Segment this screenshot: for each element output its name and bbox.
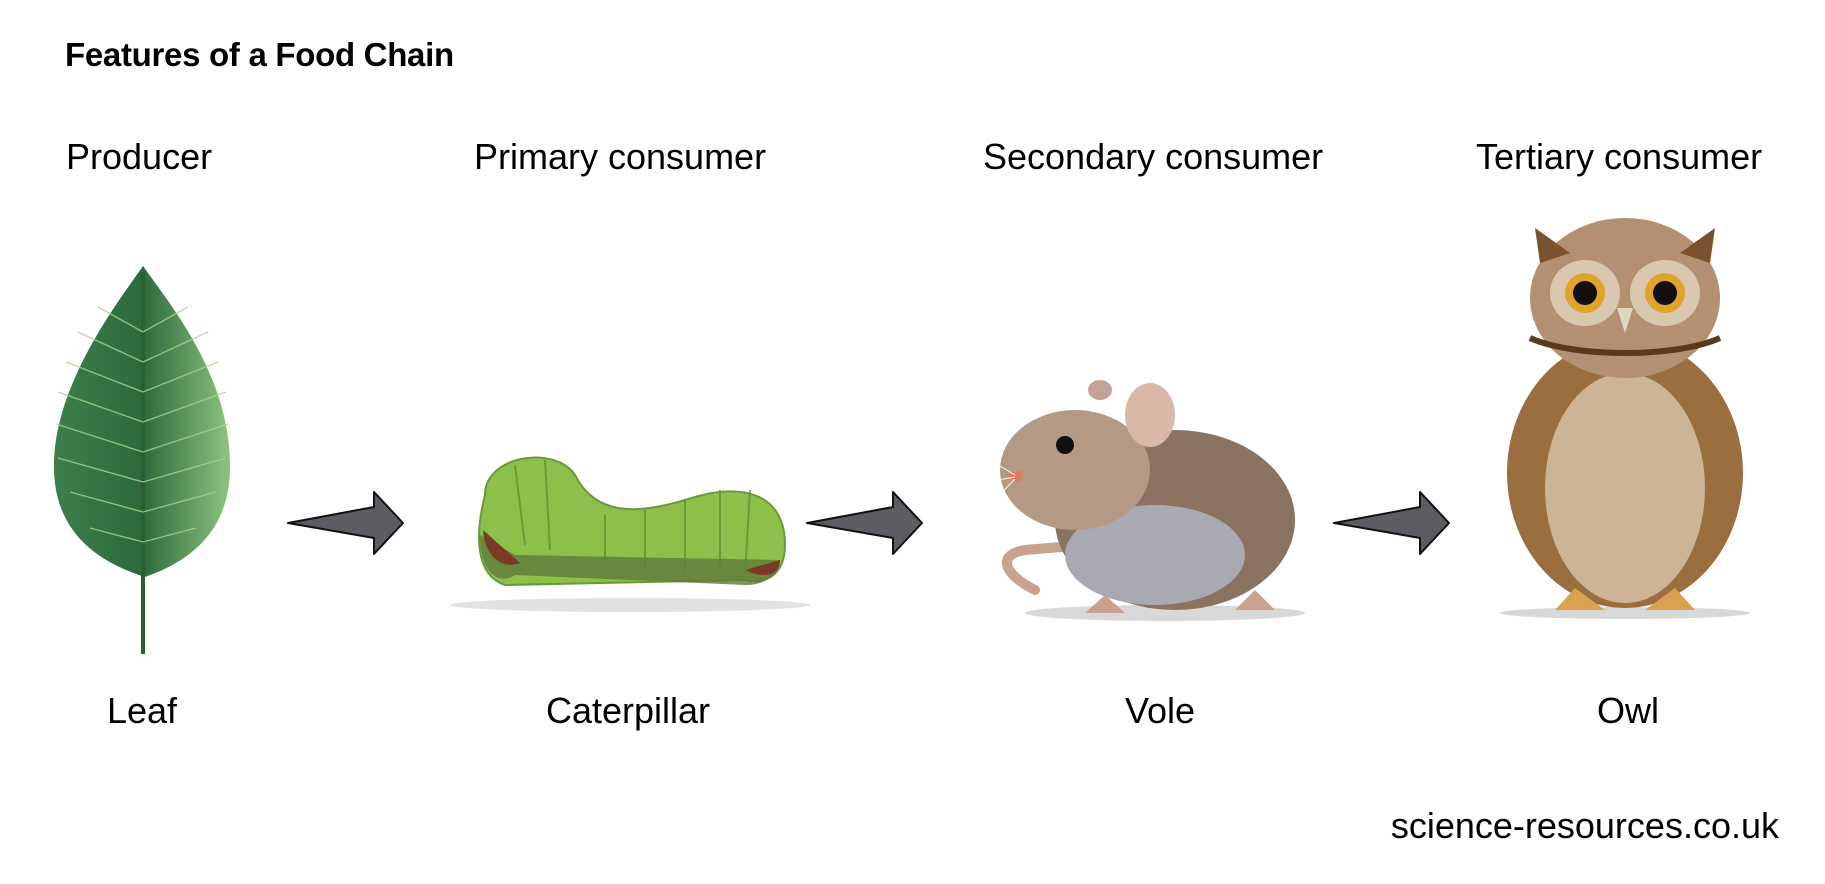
vole-icon xyxy=(965,380,1305,621)
title: Features of a Food Chain xyxy=(65,36,454,73)
organism-label-owl: Owl xyxy=(1597,690,1659,731)
heading-primary-consumer: Primary consumer xyxy=(474,136,767,177)
leaf-icon xyxy=(53,266,231,654)
organism-label-vole: Vole xyxy=(1124,690,1196,731)
arrow-right-icon xyxy=(806,491,923,555)
arrow-right-icon xyxy=(1333,491,1450,555)
heading-tertiary-consumer: Tertiary consumer xyxy=(1476,136,1763,177)
heading-producer: Producer xyxy=(66,136,213,177)
arrow-right-icon xyxy=(287,491,404,555)
organism-label-caterpillar: Caterpillar xyxy=(545,690,711,731)
footer-source: science-resources.co.uk xyxy=(1390,805,1779,846)
owl-icon xyxy=(1500,218,1750,619)
caterpillar-icon xyxy=(450,456,810,612)
organism-label-leaf: Leaf xyxy=(106,690,178,731)
heading-secondary-consumer: Secondary consumer xyxy=(983,136,1324,177)
